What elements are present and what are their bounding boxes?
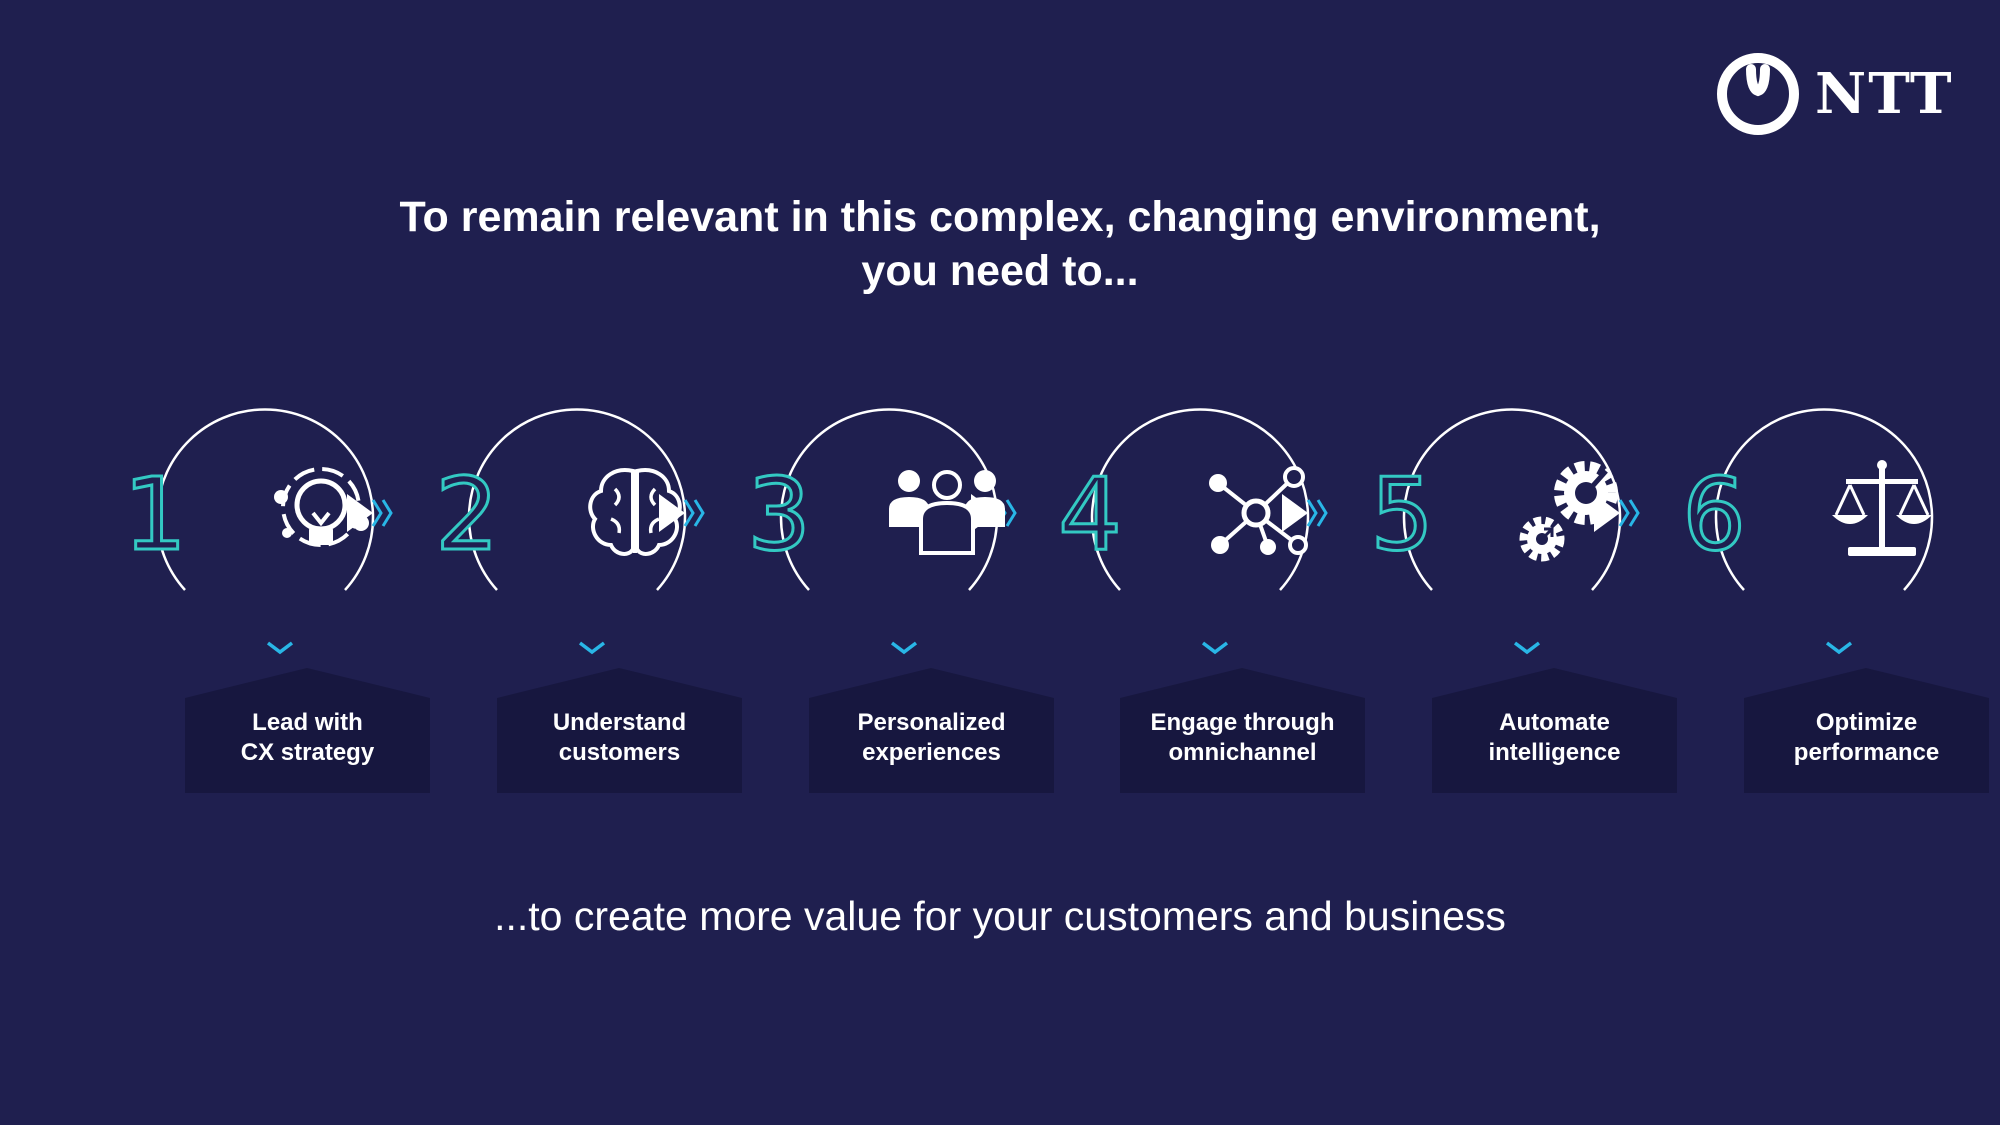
- headline-line-1: To remain relevant in this complex, chan…: [399, 193, 1601, 241]
- step-ring: [467, 408, 705, 591]
- step-label-box: Personalized experiences: [809, 668, 1054, 793]
- step-number: 6: [1681, 455, 1748, 575]
- step-number: 1: [122, 455, 189, 575]
- step-label-box: Engage through omnichannel: [1120, 668, 1365, 793]
- step-label-line-1: Personalized: [857, 709, 1006, 736]
- step-number: 5: [1369, 455, 1436, 575]
- step-4: 4 Engage through omnichannel: [1057, 0, 1380, 1125]
- step-2: 2 Understand customers: [434, 0, 757, 1125]
- network-nodes-icon: [1209, 466, 1308, 555]
- step-number: 3: [746, 455, 813, 575]
- step-label: Personalized experiences: [809, 708, 1054, 768]
- step-label: Understand customers: [497, 708, 742, 768]
- step-label-line-1: Optimize: [1815, 709, 1918, 736]
- step-label-box: Lead with CX strategy: [185, 668, 430, 793]
- chevron-down-icon: [890, 641, 918, 655]
- step-label-line-2: performance: [1793, 739, 1940, 766]
- step-label: Engage through omnichannel: [1120, 708, 1365, 768]
- step-label-line-2: omnichannel: [1168, 739, 1317, 766]
- step-number: 2: [434, 455, 501, 575]
- chevron-down-icon: [1201, 641, 1229, 655]
- step-label-line-1: Lead with: [252, 709, 363, 736]
- step-6: 6 Optimize performance: [1681, 0, 2000, 1125]
- step-label: Automate intelligence: [1432, 708, 1677, 768]
- chevron-down-icon: [266, 641, 294, 655]
- headline-line-2: you need to...: [861, 247, 1139, 295]
- step-ring: [1090, 408, 1328, 591]
- step-3: 3 Personalized experiences: [746, 0, 1069, 1125]
- brain-icon: [588, 468, 682, 556]
- step-label: Optimize performance: [1744, 708, 1989, 768]
- step-label-line-1: Engage through: [1150, 709, 1335, 736]
- lightbulb-idea-icon: [274, 467, 369, 547]
- headline: To remain relevant in this complex, chan…: [0, 190, 2000, 298]
- step-ring: [1714, 408, 1934, 591]
- chevron-down-icon: [1513, 641, 1541, 655]
- ntt-logo-mark-icon: [1717, 53, 1799, 135]
- step-label-box: Understand customers: [497, 668, 742, 793]
- step-label-box: Optimize performance: [1744, 668, 1989, 793]
- chevron-down-icon: [578, 641, 606, 655]
- step-label-line-2: experiences: [862, 739, 1001, 766]
- step-5: 5 Automate intelligence: [1369, 0, 1692, 1125]
- step-label-line-1: Automate: [1499, 709, 1610, 736]
- step-label-line-2: CX strategy: [240, 739, 375, 766]
- step-number: 4: [1057, 455, 1124, 575]
- people-group-icon: [889, 470, 1005, 555]
- balance-scale-icon: [1832, 460, 1932, 556]
- ntt-logo: NTT: [1715, 52, 1954, 136]
- brand-name: NTT: [1815, 61, 1954, 127]
- gears-automation-icon: [1519, 461, 1618, 562]
- step-label-line-2: intelligence: [1488, 739, 1621, 766]
- chevron-down-icon: [1825, 641, 1853, 655]
- step-label-line-1: Understand: [552, 709, 687, 736]
- footer-text: ...to create more value for your custome…: [494, 893, 1506, 939]
- step-1: 1 Lead with CX strategy: [122, 0, 445, 1125]
- step-label-box: Automate intelligence: [1432, 668, 1677, 793]
- step-label: Lead with CX strategy: [185, 708, 430, 768]
- step-label-line-2: customers: [558, 739, 681, 766]
